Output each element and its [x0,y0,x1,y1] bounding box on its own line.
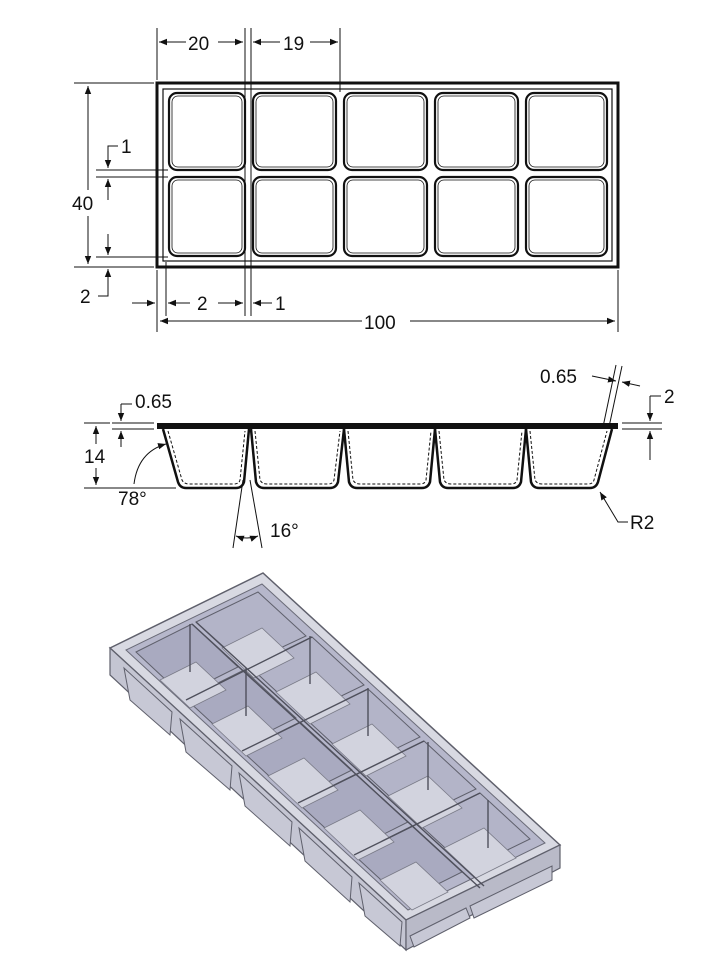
pocket [433,428,528,490]
cell [433,175,520,258]
cell [251,91,338,172]
dim-wall-angle: 78° [118,489,147,510]
top-view: 20 19 40 1 2 [72,28,620,334]
cell-grid [167,91,609,258]
cell [524,91,609,172]
cell [433,91,520,172]
cell [342,91,429,172]
dim-rim-height: 2 [664,387,675,408]
dim-radius: R2 [630,513,654,534]
iso-pocket-bottoms [123,666,553,948]
iso-dividers [185,621,489,889]
cell [524,175,609,258]
cell-inner-lines [171,95,605,254]
cell [167,175,247,258]
side-pockets [161,428,614,490]
dim-length: 100 [364,313,396,334]
cell [251,175,338,258]
isometric-view [108,572,562,952]
dim-thickness-right: 0.65 [540,367,577,388]
dim-divider-bottom: 1 [275,294,286,315]
side-view-dimensions: 0.65 14 78° 16° 0.65 [84,364,675,549]
dim-divider: 1 [121,137,132,158]
side-pockets-inner [167,430,608,485]
pocket [161,428,251,490]
dim-rim-bottom: 2 [80,287,91,308]
dim-thickness-left: 0.65 [135,392,172,413]
dim-cell-width: 20 [188,34,209,55]
side-rim [157,423,618,429]
iso-cell-floors [159,627,517,911]
pocket [342,428,437,490]
dim-taper: 16° [270,521,299,542]
side-view: 0.65 14 78° 16° 0.65 [84,364,675,549]
tray-outline [155,81,620,269]
cell [342,175,429,258]
pocket [249,428,346,490]
dim-cell-width-2: 19 [283,34,304,55]
pocket [524,428,614,490]
dim-rim-left: 2 [197,294,208,315]
dim-depth: 14 [84,447,106,468]
dim-height: 40 [72,194,93,215]
tray-inner-rim [162,88,613,262]
cell [167,91,247,172]
top-view-dimensions: 20 19 40 1 2 [72,28,619,334]
